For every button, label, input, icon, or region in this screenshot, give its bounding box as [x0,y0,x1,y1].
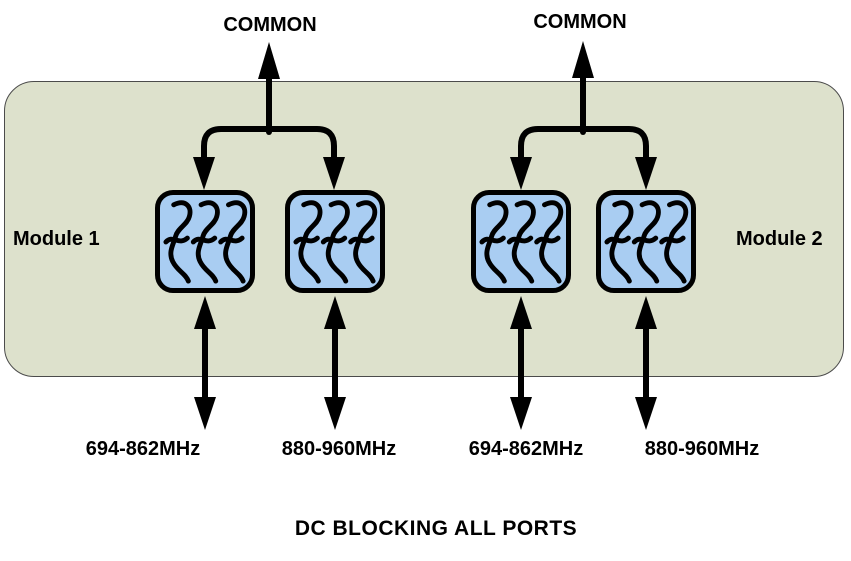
dc-blocking-note: DC BLOCKING ALL PORTS [294,517,578,540]
module1-label: Module 1 [13,228,100,250]
common-label-2: COMMON [533,11,627,33]
filter-symbol-icon [479,200,564,284]
filter-symbol-icon [604,200,689,284]
port-label-3: 694-862MHz [468,438,584,460]
module2-common-arrowhead-up-icon [572,41,594,78]
port1-arrowhead-down-icon [194,397,216,430]
port-label-2: 880-960MHz [281,438,397,460]
filter-block-1 [155,190,255,293]
module2-label: Module 2 [736,228,823,250]
port3-arrowhead-down-icon [510,397,532,430]
filter-symbol-icon [293,200,378,284]
chassis-box [4,81,844,377]
port2-arrowhead-down-icon [324,397,346,430]
filter-block-2 [285,190,385,293]
filter-block-3 [471,190,571,293]
filter-symbol-icon [163,200,248,284]
common-label-1: COMMON [223,14,317,36]
port4-arrowhead-down-icon [635,397,657,430]
module1-common-arrowhead-up-icon [258,42,280,79]
port-label-1: 694-862MHz [85,438,201,460]
filter-block-4 [596,190,696,293]
port-label-4: 880-960MHz [644,438,760,460]
